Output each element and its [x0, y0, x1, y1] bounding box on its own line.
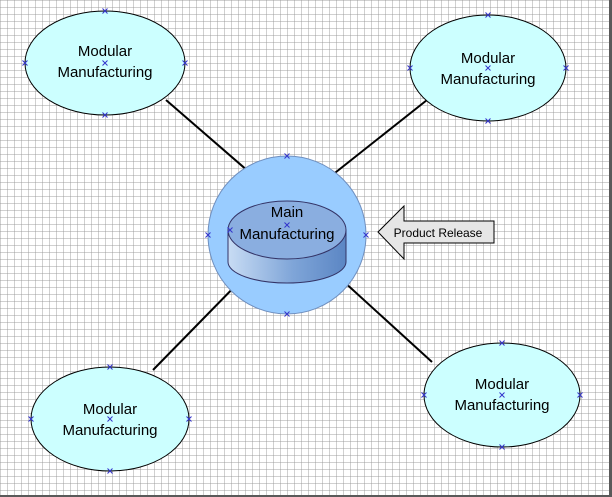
- connection-point-handle[interactable]: [577, 392, 583, 398]
- connection-point-handle[interactable]: [227, 227, 233, 233]
- main-manufacturing-node[interactable]: Main Manufacturing: [207, 155, 367, 315]
- node-label-line2: Manufacturing: [57, 64, 152, 81]
- connection-point-handle[interactable]: [499, 444, 505, 450]
- connection-point-handle[interactable]: [407, 65, 413, 71]
- node-label-line2: Manufacturing: [440, 71, 535, 88]
- canvas-bottom-border: [0, 495, 612, 497]
- node-label-line1: Modular: [78, 43, 132, 60]
- connection-point-handle[interactable]: [421, 392, 427, 398]
- connection-point-handle[interactable]: [107, 416, 113, 422]
- connection-point-handle[interactable]: [22, 60, 28, 66]
- main-node-label-line2: Manufacturing: [239, 226, 334, 243]
- connection-point-handle[interactable]: [563, 65, 569, 71]
- connector-line-bottom-left[interactable]: [152, 275, 246, 371]
- selection-handles: [22, 8, 583, 474]
- connection-point-handle[interactable]: [102, 8, 108, 14]
- node-label-line2: Manufacturing: [62, 422, 157, 439]
- node-label-line1: Modular: [461, 50, 515, 67]
- connection-point-handle[interactable]: [102, 60, 108, 66]
- connection-point-handle[interactable]: [485, 65, 491, 71]
- connection-point-handle[interactable]: [28, 416, 34, 422]
- connection-point-handle[interactable]: [186, 416, 192, 422]
- connector-line-bottom-right[interactable]: [341, 279, 433, 363]
- connection-point-handle[interactable]: [284, 311, 290, 317]
- node-label-line1: Modular: [475, 376, 529, 393]
- node-label-line2: Manufacturing: [454, 397, 549, 414]
- node-label-line1: Modular: [83, 401, 137, 418]
- main-node-label-line1: Main: [271, 204, 304, 221]
- connection-point-handle[interactable]: [182, 60, 188, 66]
- canvas-right-border: [609, 0, 612, 497]
- product-release-arrow[interactable]: Product Release: [377, 204, 495, 261]
- connection-point-handle[interactable]: [284, 153, 290, 159]
- connection-point-handle[interactable]: [485, 12, 491, 18]
- connector-line-top-right[interactable]: [325, 99, 428, 181]
- connection-point-handle[interactable]: [102, 112, 108, 118]
- connection-point-handle[interactable]: [205, 232, 211, 238]
- connection-point-handle[interactable]: [485, 118, 491, 124]
- connection-point-handle[interactable]: [107, 468, 113, 474]
- connector-line-top-left[interactable]: [165, 99, 257, 179]
- connection-point-handle[interactable]: [107, 364, 113, 370]
- connection-point-handle[interactable]: [284, 222, 290, 228]
- connection-point-handle[interactable]: [499, 340, 505, 346]
- connection-point-handle[interactable]: [499, 392, 505, 398]
- product-release-label: Product Release: [394, 226, 483, 240]
- connection-point-handle[interactable]: [363, 232, 369, 238]
